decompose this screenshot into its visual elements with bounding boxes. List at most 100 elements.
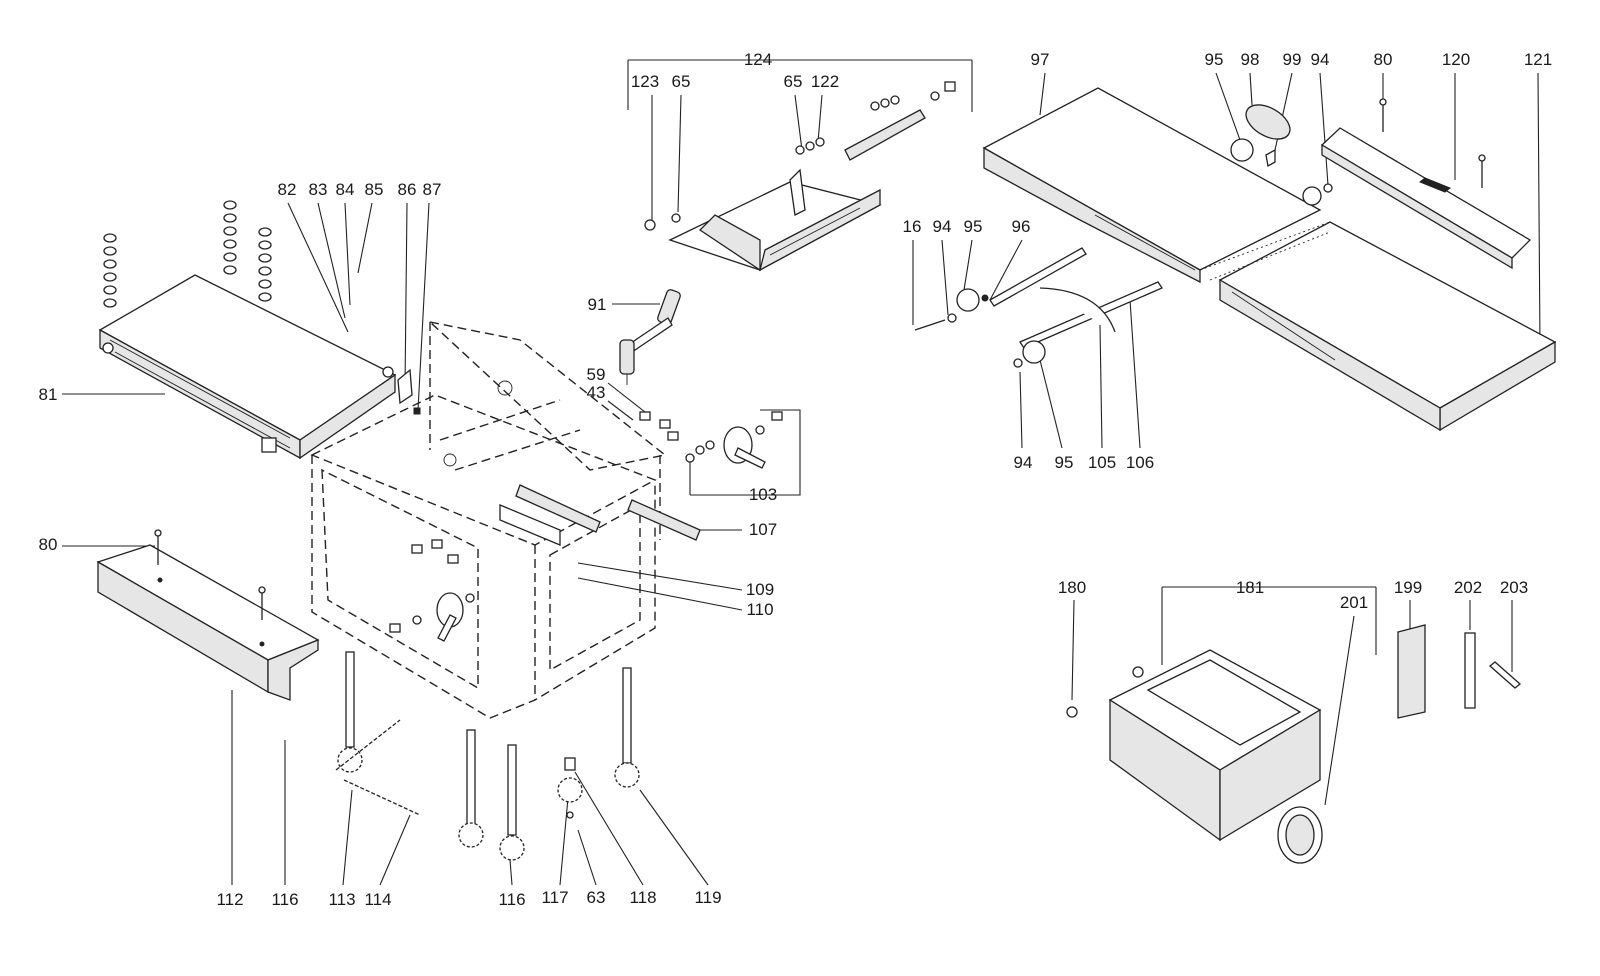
part-label-l116a: 116: [271, 890, 298, 909]
leader-lines: [62, 59, 1541, 886]
washer: [258, 266, 272, 276]
leader-l106: [1129, 299, 1141, 449]
leader-l110: [577, 577, 743, 611]
leader-l201: [1324, 615, 1355, 806]
part-label-l118: 118: [629, 888, 656, 907]
part-label-l94b: 94: [933, 217, 952, 236]
leader-l94a: [1319, 72, 1329, 186]
part-label-l95b: 95: [964, 217, 983, 236]
leader-l59: [607, 382, 646, 413]
leader-l95b: [963, 239, 973, 291]
washer: [258, 253, 272, 263]
knobs-95-98-99: [1230, 104, 1333, 206]
tools-199-202-203: [1397, 624, 1522, 719]
leader-l94c: [1019, 371, 1023, 449]
leader-l121: [1537, 72, 1541, 346]
part-label-l91: 91: [588, 295, 607, 314]
part-label-l124: 124: [744, 50, 772, 69]
part-label-l110: 110: [746, 600, 773, 619]
part-label-l94c: 94: [1014, 453, 1033, 472]
part-label-l201: 201: [1340, 593, 1368, 612]
part-label-l109: 109: [746, 580, 774, 599]
fence-112: [96, 544, 320, 701]
part-label-l113: 113: [328, 890, 355, 909]
washer: [258, 292, 272, 302]
part-label-l122: 122: [811, 72, 839, 91]
washer: [223, 200, 237, 210]
leader-l65b: [794, 94, 803, 151]
leader-l95a: [1215, 72, 1241, 141]
part-label-l120: 120: [1442, 50, 1470, 69]
leader-l118: [574, 771, 644, 886]
part-label-l87: 87: [423, 180, 442, 199]
part-label-l116b: 116: [498, 890, 525, 909]
washer: [223, 252, 237, 262]
washer: [223, 239, 237, 249]
part-label-l80a: 80: [39, 535, 58, 554]
leader-l97: [1039, 72, 1046, 116]
part-label-l96: 96: [1012, 217, 1031, 236]
right-table-121: [1218, 221, 1557, 432]
table-teeth: [1199, 221, 1331, 281]
leader-l95c: [1039, 359, 1063, 449]
washer: [103, 285, 117, 295]
leader-l65a: [677, 94, 682, 213]
dust-chute-181: [1066, 649, 1323, 864]
leader-l96: [989, 239, 1023, 301]
part-label-l65b: 65: [784, 72, 803, 91]
part-label-l203: 203: [1500, 578, 1528, 597]
part-label-l119: 119: [694, 888, 721, 907]
part-label-l16: 16: [903, 217, 922, 236]
part-label-l99: 99: [1283, 50, 1302, 69]
part-label-l114: 114: [364, 890, 391, 909]
part-label-l94a: 94: [1311, 50, 1330, 69]
screws-80-right: [1379, 98, 1486, 188]
washer: [258, 279, 272, 289]
bracket-lines: [627, 60, 1377, 665]
leader-l109: [577, 562, 743, 591]
slide-rails: [499, 484, 701, 546]
washer: [223, 213, 237, 223]
part-label-l80b: 80: [1374, 50, 1393, 69]
leader-l94b: [941, 239, 949, 316]
leader-l82: [287, 202, 349, 333]
part-label-l107: 107: [749, 520, 777, 539]
lower-adjuster: [436, 592, 475, 642]
adjuster-103: [685, 411, 783, 469]
part-label-l106: 106: [1126, 453, 1154, 472]
part-label-l105: 105: [1088, 453, 1116, 472]
part-label-l84: 84: [336, 180, 355, 199]
washer: [103, 233, 117, 243]
leader-l116b: [509, 859, 513, 886]
part-label-l112: 112: [216, 890, 243, 909]
part-label-l82: 82: [278, 180, 297, 199]
leader-l122: [817, 94, 823, 143]
chain-114: [335, 719, 421, 816]
leader-l86: [404, 202, 408, 389]
part-label-l95c: 95: [1055, 453, 1074, 472]
part-label-l117: 117: [541, 888, 568, 907]
leader-l117: [559, 797, 569, 886]
leader-l83: [317, 202, 346, 319]
washer: [258, 240, 272, 250]
washer: [223, 226, 237, 236]
part-label-l83: 83: [309, 180, 328, 199]
rods-105-106: [914, 247, 1163, 368]
part-label-l63: 63: [587, 888, 606, 907]
part-label-l85: 85: [365, 180, 384, 199]
part-label-l59: 59: [587, 365, 606, 384]
leader-l85: [357, 202, 373, 274]
base-frame-dashed: [310, 320, 667, 719]
part-label-l43: 43: [587, 383, 606, 402]
leader-l113: [342, 789, 353, 886]
part-label-l199: 199: [1394, 578, 1422, 597]
part-label-l98: 98: [1241, 50, 1260, 69]
screws-80-left: [154, 529, 266, 620]
leader-l63: [577, 829, 597, 886]
part-label-l86: 86: [398, 180, 417, 199]
right-table-97: [982, 87, 1322, 284]
sprockets: [337, 747, 640, 861]
crank-handle-91: [619, 289, 681, 385]
